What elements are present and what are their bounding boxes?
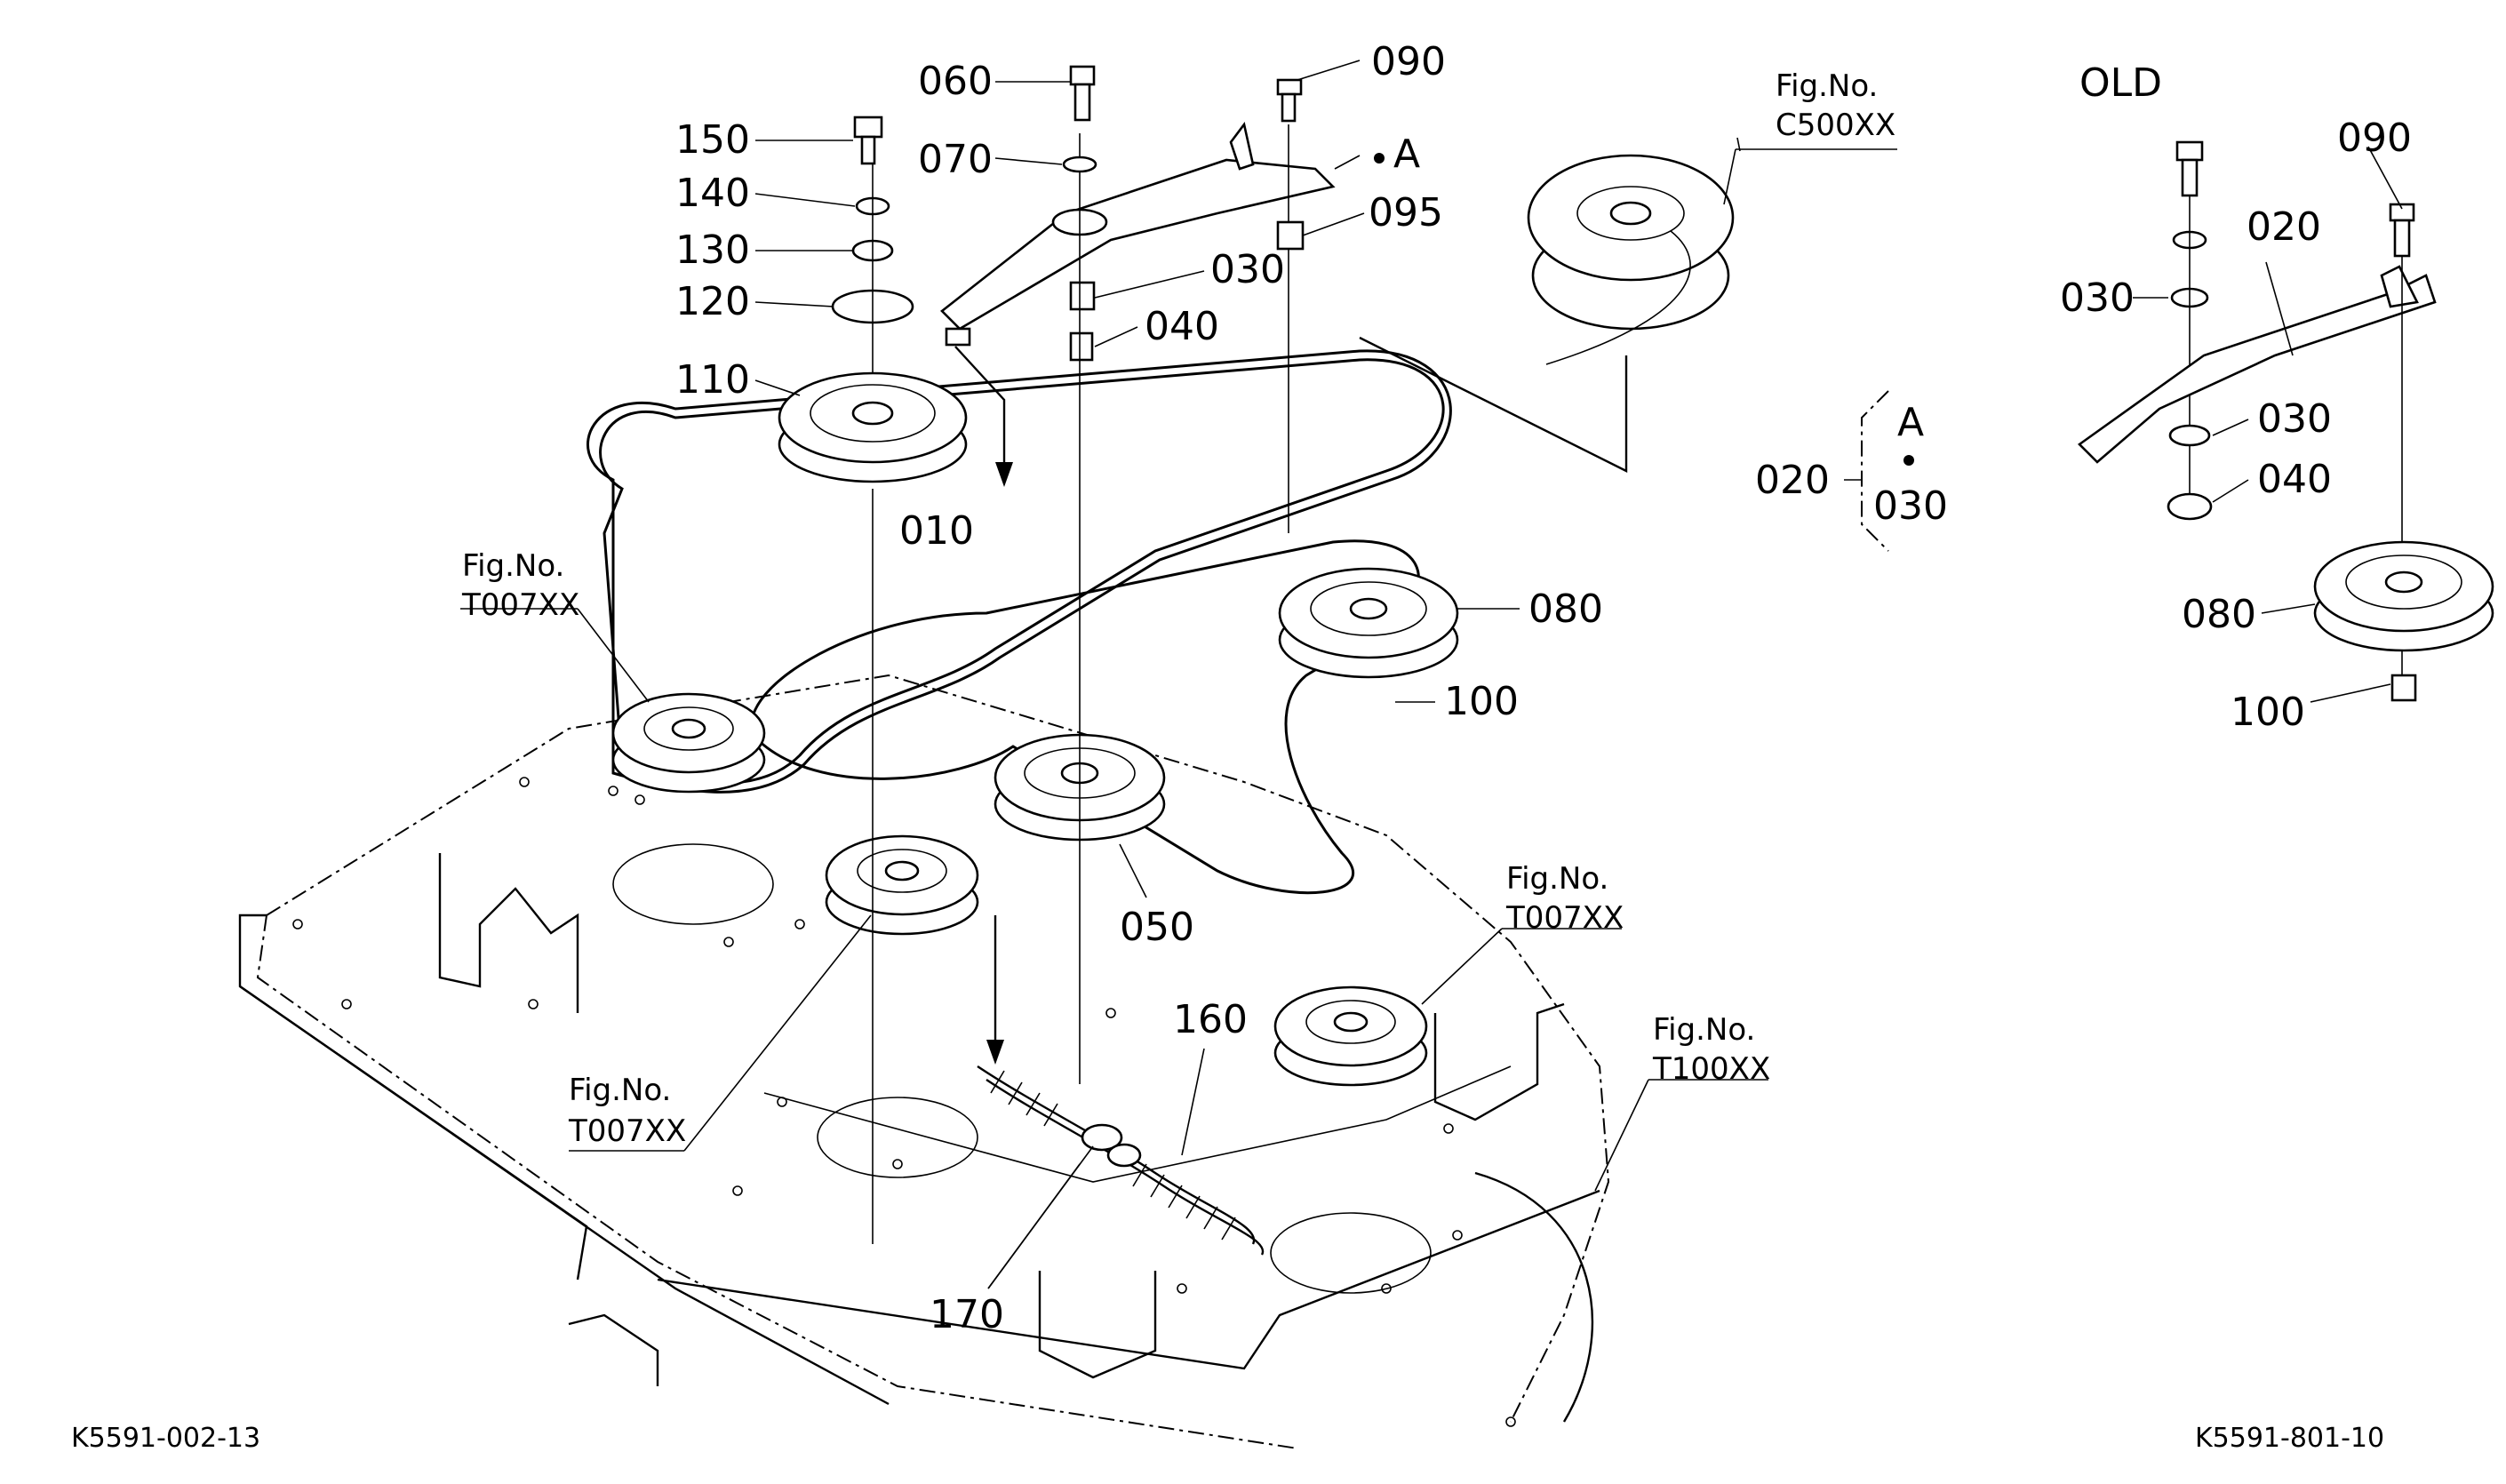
label-090-old: 090 <box>2337 116 2412 161</box>
drawing-code-left: K5591-002-13 <box>71 1423 260 1454</box>
note-dot <box>1903 455 1914 466</box>
electric-clutch <box>1359 154 1735 473</box>
fig-ref-c500-label: Fig.No. <box>1776 68 1878 104</box>
label-150: 150 <box>675 117 750 163</box>
label-old: OLD <box>2079 60 2162 106</box>
label-100: 100 <box>1444 679 1519 724</box>
fig-ref-c500-code: C500XX <box>1776 108 1895 143</box>
mower-deck <box>238 674 1610 1449</box>
drawing-code-right: K5591-801-10 <box>2195 1423 2384 1454</box>
label-095: 095 <box>1369 190 1443 235</box>
label-140: 140 <box>675 171 750 216</box>
label-160: 160 <box>1173 997 1248 1042</box>
label-060: 060 <box>918 59 993 104</box>
label-030-old-bottom: 030 <box>2257 396 2332 442</box>
pulley-080 <box>1278 567 1459 679</box>
arm-dot <box>1374 153 1385 164</box>
label-040-old: 040 <box>2257 457 2332 502</box>
label-040: 040 <box>1145 304 1219 349</box>
label-010: 010 <box>899 508 974 554</box>
fig-ref-t007-right-label: Fig.No. <box>1506 861 1608 897</box>
fig-ref-t007-right-code: T007XX <box>1505 900 1624 936</box>
spindle-pulley-center <box>825 834 979 936</box>
fig-ref-t007-bottom-label: Fig.No. <box>569 1073 671 1108</box>
old-assembly <box>2077 140 2494 702</box>
assembly-arrows <box>954 346 1013 1065</box>
tension-arm <box>940 65 1336 1084</box>
label-020-old: 020 <box>2247 204 2321 250</box>
label-170: 170 <box>930 1292 1004 1337</box>
label-080-old: 080 <box>2182 592 2256 637</box>
label-020: 020 <box>1755 458 1830 503</box>
label-110: 110 <box>675 357 750 403</box>
hardware-stack-150-120 <box>831 116 914 1244</box>
label-100-old: 100 <box>2231 690 2305 735</box>
label-030-old-top: 030 <box>2060 275 2135 321</box>
tension-spring <box>977 1065 1265 1256</box>
belt-secondary <box>750 539 1420 895</box>
label-030-note: 030 <box>1873 483 1948 529</box>
label-130: 130 <box>675 227 750 273</box>
label-030: 030 <box>1210 247 1285 292</box>
leader-lines <box>460 60 2403 1289</box>
fig-ref-t100-label: Fig.No. <box>1653 1012 1755 1048</box>
spindle-pulley-left <box>611 692 766 794</box>
label-080: 080 <box>1528 586 1603 632</box>
fig-ref-t007-bottom-code: T007XX <box>568 1113 686 1149</box>
note-bracket <box>1374 153 1914 552</box>
label-a-note: A <box>1897 400 1924 445</box>
label-120: 120 <box>675 279 750 324</box>
spindle-pulley-right <box>1273 985 1428 1087</box>
label-070: 070 <box>918 137 993 182</box>
fig-ref-t007-left-label: Fig.No. <box>462 548 564 584</box>
figure-references: Fig.No. C500XX Fig.No. T007XX Fig.No. T0… <box>461 68 1895 1149</box>
label-a-top: A <box>1393 132 1420 177</box>
part-labels: 060 090 070 A 150 140 130 120 095 030 04… <box>675 39 2412 1337</box>
fig-ref-t007-left-code: T007XX <box>461 587 579 623</box>
fig-ref-t100-code: T100XX <box>1652 1051 1770 1087</box>
pulley-110 <box>778 371 968 483</box>
label-050: 050 <box>1120 905 1194 950</box>
label-090: 090 <box>1371 39 1446 84</box>
